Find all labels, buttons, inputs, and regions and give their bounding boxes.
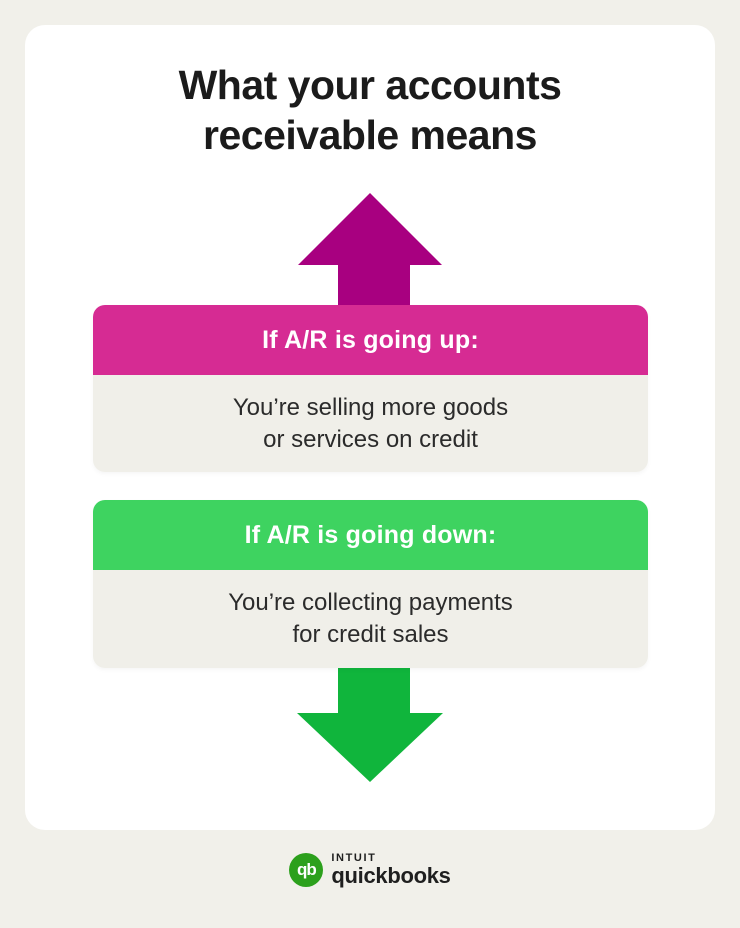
page-title-line-1: What your accounts: [178, 62, 562, 108]
ar-down-card-body: You’re collecting payments for credit sa…: [93, 570, 648, 668]
ar-down-card: If A/R is going down: You’re collecting …: [93, 500, 648, 668]
ar-up-card-header-label: If A/R is going up:: [262, 325, 479, 354]
ar-down-body-line-1: You’re collecting payments: [228, 589, 513, 616]
ar-up-body-line-1: You’re selling more goods: [232, 393, 509, 421]
up-arrow-icon: [298, 193, 442, 307]
ar-up-body-line-2: or services on credit: [263, 425, 478, 453]
brand-quickbooks-label: quickbooks: [331, 863, 451, 888]
ar-down-card-header-label: If A/R is going down:: [244, 520, 497, 549]
qb-monogram: qb: [296, 860, 317, 879]
qb-circle-icon: qb: [289, 853, 324, 887]
brand-text: intuit quickbooks: [331, 852, 451, 888]
ar-up-card-header: If A/R is going up:: [93, 305, 648, 375]
ar-up-card-body: You’re selling more goods or services on…: [93, 375, 648, 472]
up-arrow-shape: [298, 193, 442, 307]
ar-down-body-line-2: for credit sales: [292, 621, 449, 648]
page-title: What your accounts receivable means: [0, 60, 740, 160]
quickbooks-logo: qb intuit quickbooks: [0, 852, 740, 888]
down-arrow-icon: [297, 655, 443, 782]
ar-down-card-header: If A/R is going down:: [93, 500, 648, 570]
page-title-line-2: receivable means: [203, 112, 537, 158]
brand-intuit-label: intuit: [331, 852, 377, 864]
ar-up-card: If A/R is going up: You’re selling more …: [93, 305, 648, 472]
down-arrow-shape: [297, 655, 443, 782]
